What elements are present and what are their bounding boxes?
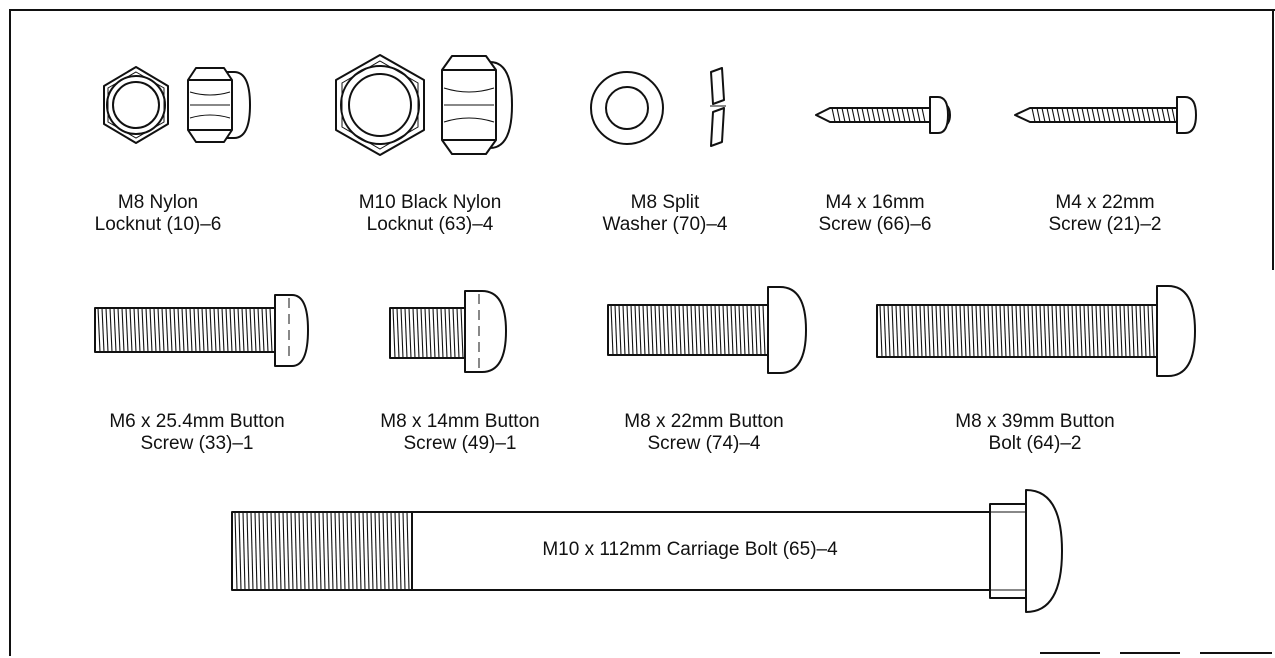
m8-14mm-button-screw-drawing xyxy=(389,290,507,373)
label-m10-112mm-carriage-bolt: M10 x 112mm Carriage Bolt (65)–4 xyxy=(542,539,838,560)
m10-black-nylon-locknut-side-drawing xyxy=(441,55,513,155)
diagram-border xyxy=(9,9,1275,656)
m8-22mm-button-screw-drawing xyxy=(607,286,807,374)
m8-split-washer-side-drawing xyxy=(710,67,726,147)
m6-25-4mm-button-screw-drawing xyxy=(94,294,309,367)
m10-112mm-carriage-bolt-drawing xyxy=(231,489,1063,613)
m10-black-nylon-locknut-front-drawing xyxy=(335,54,425,156)
m8-nylon-locknut-front-drawing xyxy=(103,66,169,144)
m8-39mm-button-bolt-drawing xyxy=(876,285,1196,377)
m4-16mm-screw-drawing xyxy=(815,96,951,134)
m8-nylon-locknut-side-drawing xyxy=(187,67,251,143)
m4-22mm-screw-drawing xyxy=(1014,96,1197,134)
m8-split-washer-front-drawing xyxy=(590,71,664,145)
